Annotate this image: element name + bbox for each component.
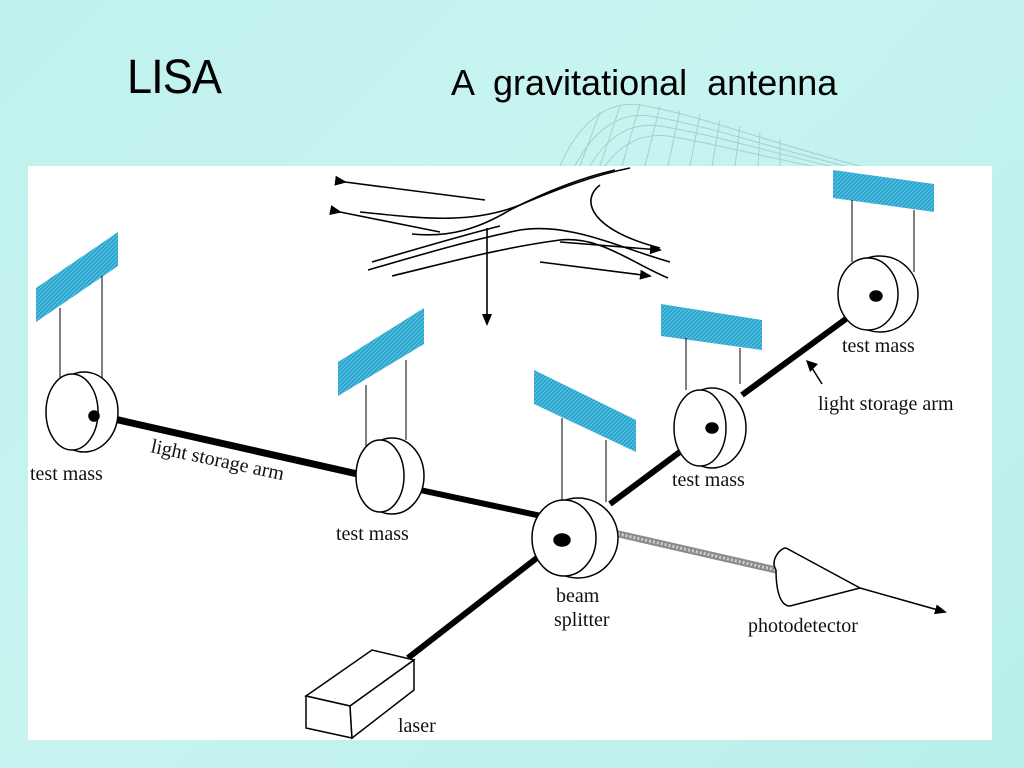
- mirror-mid: [338, 308, 424, 446]
- mirror-splitter: [534, 370, 636, 506]
- gravitational-wave-symbol: [329, 167, 671, 326]
- laser-box: [304, 649, 416, 740]
- photodetector: [773, 547, 947, 615]
- label-photodetector: photodetector: [748, 615, 858, 637]
- label-test-mass-far: test mass: [842, 335, 915, 357]
- mirror-left: [36, 232, 118, 380]
- beam-splitter: [531, 497, 619, 579]
- test-mass-right: [673, 387, 747, 469]
- mirror-far: [833, 170, 934, 272]
- label-laser: laser: [398, 715, 436, 737]
- label-splitter: splitter: [554, 609, 610, 631]
- label-beam: beam: [556, 585, 600, 607]
- detector-beam: [609, 528, 777, 574]
- label-test-mass-left: test mass: [30, 463, 103, 485]
- arm-pointer-arrow: [806, 360, 823, 385]
- light-storage-arm-left: [91, 410, 561, 523]
- slide-subtitle: A gravitational antenna: [451, 62, 838, 103]
- laser-beam: [406, 537, 562, 661]
- label-test-mass-mid: test mass: [336, 523, 409, 545]
- interferometer-diagram: test mass light storage arm test mass te…: [30, 167, 954, 740]
- label-light-storage-arm-right: light storage arm: [818, 393, 954, 415]
- diagram-panel: test mass light storage arm test mass te…: [28, 166, 992, 740]
- slide-title: LISA: [127, 51, 222, 104]
- test-mass-left: [45, 371, 119, 453]
- mirror-right: [661, 304, 762, 390]
- test-mass-mid: [355, 437, 425, 515]
- test-mass-far: [837, 255, 919, 333]
- label-test-mass-right: test mass: [672, 469, 745, 491]
